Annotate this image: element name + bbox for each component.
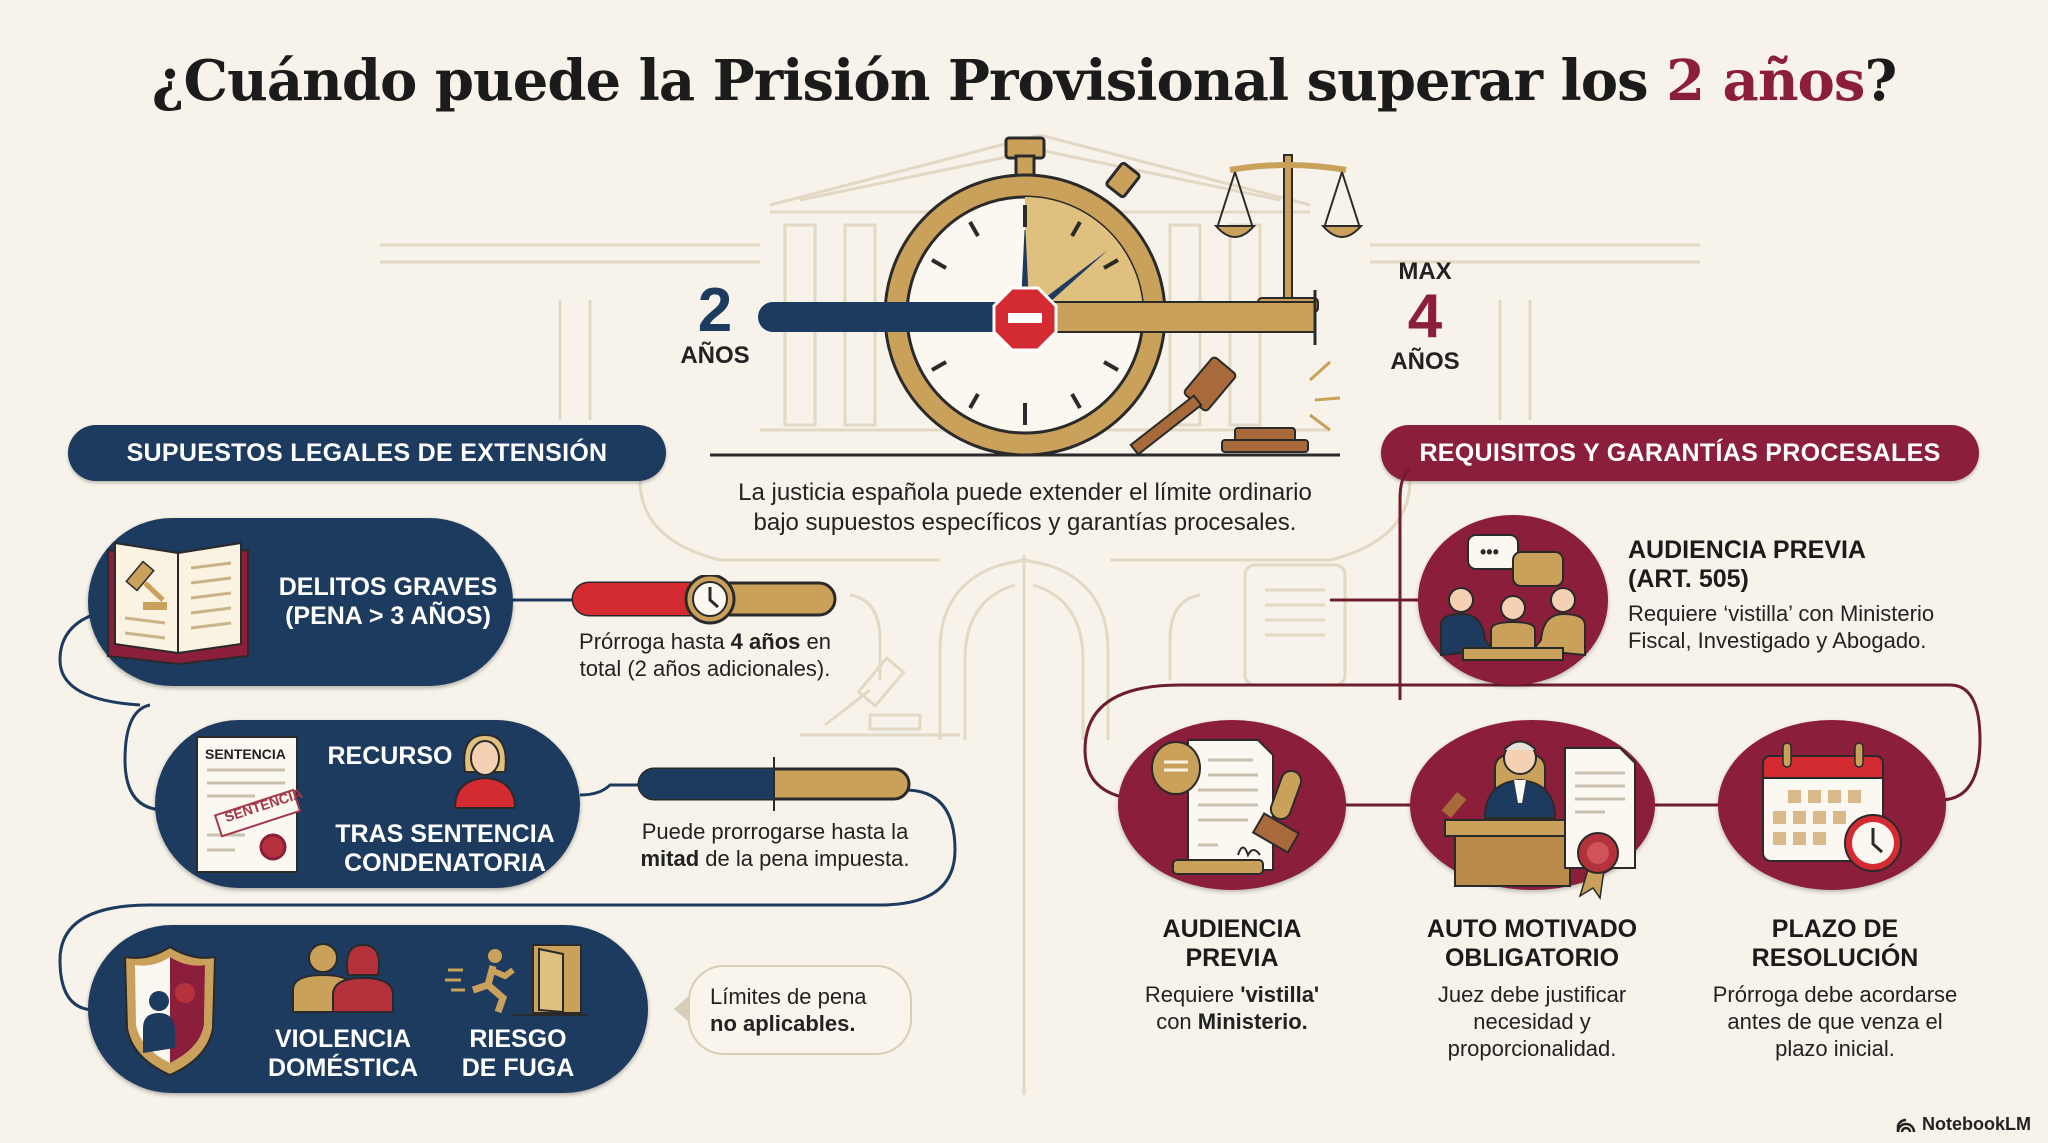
card-recurso-title: TRAS SENTENCIA CONDENATORIA [320,820,570,878]
note-line-1: Límites de pena [710,984,867,1009]
left-section-header: SUPUESTOS LEGALES DE EXTENSIÓN [68,425,666,481]
protection-shield-icon [123,945,217,1077]
item-body-line-1: Requiere ‘vistilla’ con Ministerio [1628,601,1935,626]
label-line-2: DE FUGA [461,1054,575,1082]
item-body-line-3: proporcionalidad. [1447,1036,1617,1061]
notebooklm-icon [1896,1118,1916,1132]
violencia-domestica-label: VIOLENCIA DOMÉSTICA [263,1025,423,1083]
card-recurso: SENTENCIA SENTENCIA RECURSO TRAS SENTENC… [155,720,580,888]
item-title-line-1: AUDIENCIA [1162,915,1302,943]
signed-document-stamp-icon [1151,739,1303,875]
svg-text:•••: ••• [1480,542,1499,562]
item-title-line-2: (ART. 505) [1628,565,1749,593]
note-line-2: no aplicables. [710,1011,856,1036]
item-title-line-2: RESOLUCIÓN [1751,944,1919,972]
item-body-line-2: antes de que venza el [1727,1009,1943,1034]
right-section-header-text: REQUISITOS Y GARANTÍAS PROCESALES [1419,438,1941,467]
document-label: SENTENCIA [205,746,286,762]
title-text: ¿Cuándo puede la Prisión Provisional sup… [151,48,1667,114]
card-title-line-2: CONDENATORIA [344,849,546,877]
max-years-unit: AÑOS [1390,348,1460,375]
law-book-icon [107,541,249,666]
title-highlight: 2 años [1666,48,1865,114]
auto-motivado-text: AUTO MOTIVADO OBLIGATORIO Juez debe just… [1392,915,1672,1062]
notebooklm-brand-text: NotebookLM [1922,1114,2031,1134]
item-body-bold: 'vistilla' [1240,982,1320,1007]
max-years-label: MAX 4 AÑOS [1380,258,1470,376]
stop-sign-icon [992,286,1058,352]
notebooklm-logo: NotebookLM [1896,1114,2031,1135]
page-title: ¿Cuándo puede la Prisión Provisional sup… [0,48,2048,114]
left-connector-lines [58,598,957,1012]
start-years-unit: AÑOS [680,342,750,369]
intro-line-1: La justicia española puede extender el l… [738,479,1312,506]
title-suffix: ? [1864,48,1897,114]
auto-motivado-icon-circle [1410,720,1655,900]
card-delitos-graves: DELITOS GRAVES (PENA > 3 AÑOS) [88,518,513,686]
item-body-bold: Ministerio. [1197,1009,1308,1034]
plazo-resolucion-text: PLAZO DE RESOLUCIÓN Prórroga debe acorda… [1685,915,1985,1062]
item-title-line-1: AUDIENCIA PREVIA [1628,536,1866,564]
extension-bar-4-years [571,575,837,625]
card-recurso-title-top: RECURSO [327,742,453,770]
hearing-meeting-icon: ••• [1440,534,1586,661]
label-line-2: DOMÉSTICA [268,1054,418,1082]
max-years-value: 4 [1407,282,1443,351]
item-body-line-2: necesidad y [1473,1009,1591,1034]
audiencia-art505-icon-circle: ••• [1418,515,1608,685]
card-title-line-2: (PENA > 3 AÑOS) [285,602,491,630]
sentencia-document-icon [196,736,302,873]
note-bold: mitad [640,846,700,871]
note-recurso: Puede prorrogarse hasta la mitad de la p… [620,818,930,872]
extension-bar-half-sentence [637,757,911,811]
right-section-header: REQUISITOS Y GARANTÍAS PROCESALES [1381,425,1979,481]
right-connector-lines [1083,468,1982,807]
gavel-icon [1129,356,1309,456]
calendar-clock-icon [1762,742,1902,872]
item-body-line-3: plazo inicial. [1775,1036,1895,1061]
note-text: en [800,629,831,654]
item-title-line-2: OBLIGATORIO [1444,944,1620,972]
intro-text: La justicia española puede extender el l… [620,478,1430,538]
item-title-line-1: AUTO MOTIVADO [1426,915,1638,943]
label-line-1: VIOLENCIA [274,1025,412,1053]
note-text: Prórroga hasta [579,629,731,654]
item-title-line-2: PREVIA [1185,944,1279,972]
bubble-pointer [674,995,690,1023]
card-title-line-1: TRAS SENTENCIA [335,820,555,848]
note-line-1: Puede prorrogarse hasta la [641,819,909,844]
item-body-text: con [1156,1009,1198,1034]
start-years-label: 2 AÑOS [670,280,760,370]
base-period-bar [758,302,1028,332]
item-body-line-1: Prórroga debe acordarse [1712,982,1958,1007]
note-exceptions-bubble: Límites de pena no aplicables. [674,965,912,1055]
card-delitos-graves-title: DELITOS GRAVES (PENA > 3 AÑOS) [278,573,498,631]
escape-risk-icon [445,944,588,1016]
note-delitos-graves: Prórroga hasta 4 años en total (2 años a… [555,628,855,682]
stopwatch-illustration [710,136,1364,457]
plazo-resolucion-icon-circle [1718,720,1946,890]
audiencia-previa-text: AUDIENCIA PREVIA Requiere 'vistilla' con… [1092,915,1372,1035]
left-section-header-text: SUPUESTOS LEGALES DE EXTENSIÓN [126,438,608,467]
max-label: MAX [1398,258,1452,285]
note-bold: 4 años [730,629,801,654]
audiencia-art505-text: AUDIENCIA PREVIA (ART. 505) Requiere ‘vi… [1628,536,1988,654]
note-text: de la pena impuesta. [699,846,910,871]
note-line-2: total (2 años adicionales). [579,656,831,681]
audiencia-previa-icon-circle [1118,720,1346,890]
riesgo-fuga-label: RIESGO DE FUGA [443,1025,593,1083]
item-body-line-2: Fiscal, Investigado y Abogado. [1628,628,1927,653]
judge-certificate-icon [1441,740,1636,900]
item-title-line-1: PLAZO DE [1771,915,1899,943]
label-line-1: RIESGO [469,1025,567,1053]
extension-period-bar [1024,301,1316,333]
item-body-text: Requiere [1144,982,1241,1007]
domestic-violence-icon [292,943,394,1013]
item-body-line-1: Juez debe justificar [1437,982,1627,1007]
intro-line-2: bajo supuestos específicos y garantías p… [753,509,1297,536]
lawyer-woman-icon [453,733,517,809]
card-exceptions: VIOLENCIA DOMÉSTICA RIESGO DE FUGA [88,925,648,1093]
card-title-line-1: DELITOS GRAVES [278,573,498,601]
start-years-value: 2 [697,276,733,345]
